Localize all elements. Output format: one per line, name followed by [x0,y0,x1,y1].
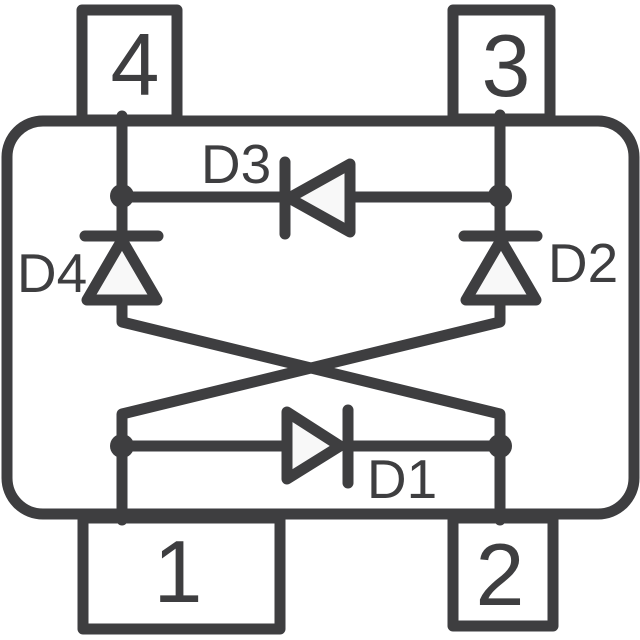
d1-label: D1 [367,448,437,510]
diode-d2-symbol [458,190,543,306]
d2-triangle-icon [460,234,542,306]
pin-1: 1 [77,512,286,635]
junction-dot-pin3-node [488,184,512,208]
pin-1-label: 1 [154,522,203,621]
package-body-outline [1,115,640,520]
junction-dot-pin4-node [110,184,134,208]
d3-triangle-icon [283,158,356,238]
pin-2: 2 [447,512,559,632]
pin-2-label: 2 [476,525,525,624]
junction-dot-pin2-node [488,434,512,458]
pin-3-label: 3 [482,16,531,115]
d4-label: D4 [17,242,87,304]
d2-label: D2 [548,232,618,294]
d4-triangle-icon [81,234,163,306]
pin-4-label: 4 [111,15,160,114]
d1-triangle-icon [281,406,346,485]
diode-d3-symbol [116,156,506,240]
diode-d4-symbol [79,190,164,306]
wire-d2-anode-to-node1 [116,294,506,452]
d3-label: D3 [201,133,271,195]
diode-d1-symbol [116,404,506,489]
pin-2-box [447,512,559,632]
pin-4: 4 [76,4,183,126]
junction-dot-pin1-node [110,434,134,458]
pin-3: 3 [447,4,556,125]
